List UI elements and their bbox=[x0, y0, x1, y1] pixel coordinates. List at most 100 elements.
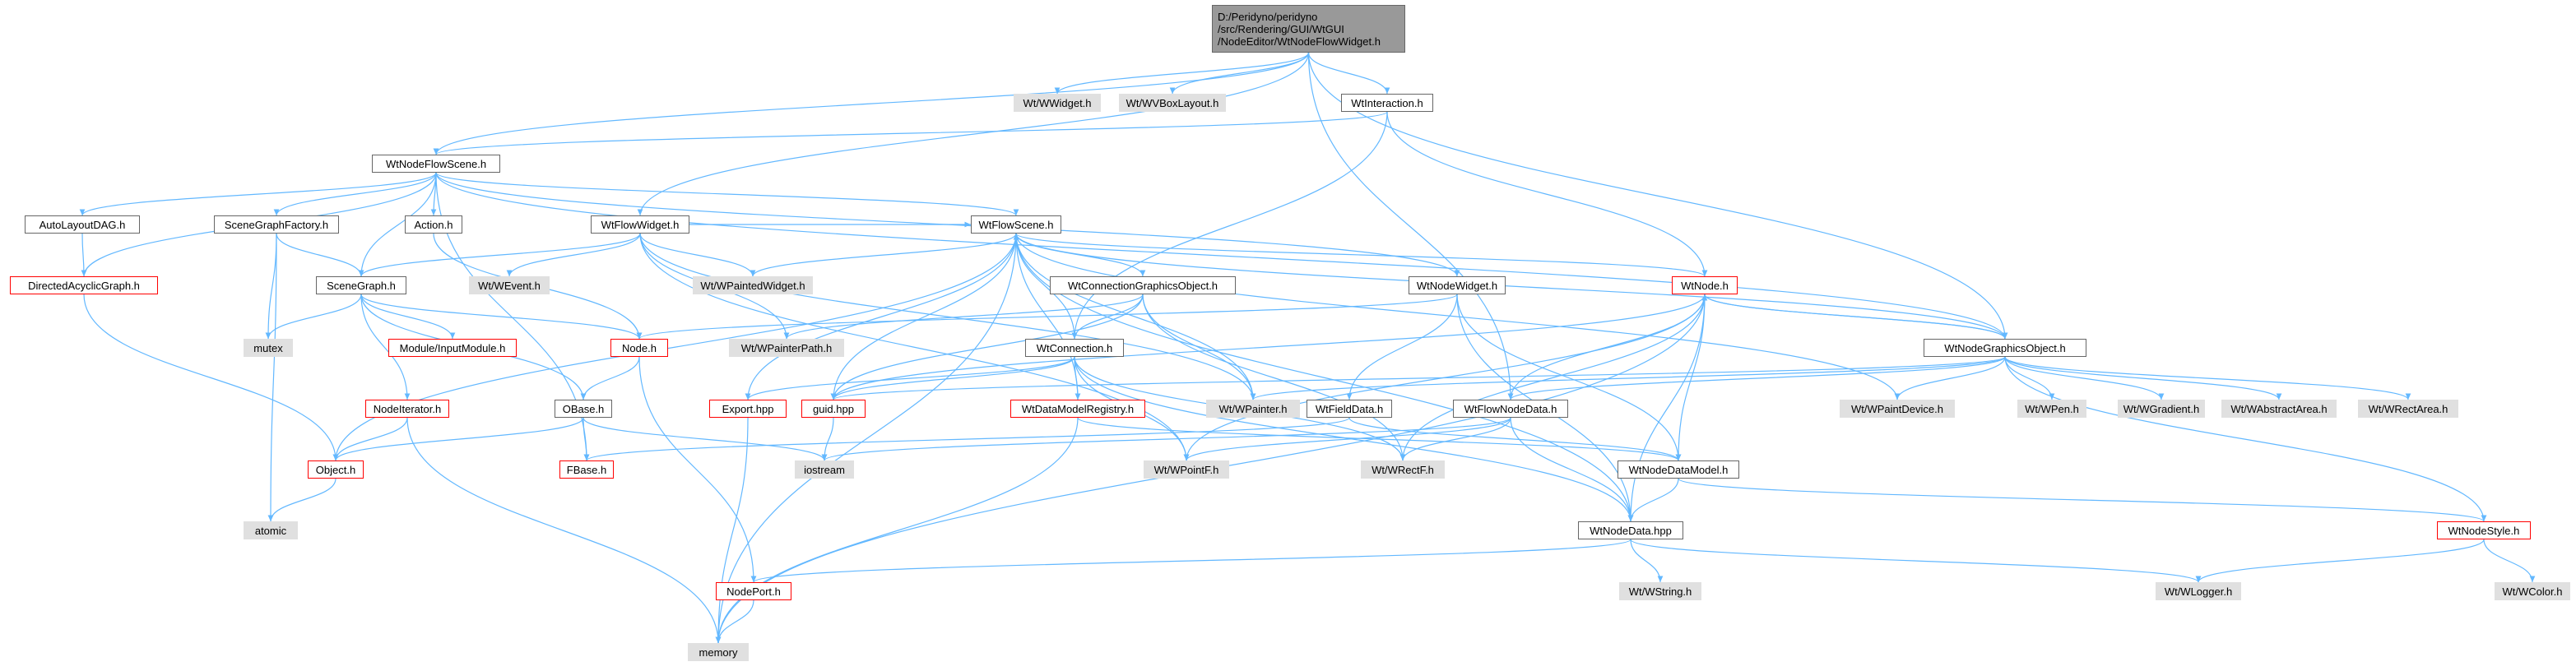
edge-root-wvboxlayout bbox=[1169, 52, 1310, 95]
node-wtnodegraphicsobject[interactable]: WtNodeGraphicsObject.h bbox=[1924, 339, 2086, 357]
node-wrectarea[interactable]: Wt/WRectArea.h bbox=[2358, 400, 2458, 418]
node-wtnodedata[interactable]: WtNodeData.hpp bbox=[1578, 521, 1683, 539]
edge-wtflowscene-wtconnection bbox=[1015, 233, 1078, 340]
node-memory[interactable]: memory bbox=[688, 643, 749, 661]
node-action[interactable]: Action.h bbox=[405, 215, 462, 234]
node-wcolor[interactable]: Wt/WColor.h bbox=[2495, 582, 2570, 600]
node-root[interactable]: D:/Peridyno/peridyno /src/Rendering/GUI/… bbox=[1212, 5, 1405, 53]
edge-wtnode-guidhpp bbox=[830, 294, 1706, 400]
edge-wtnodeflowscene-wtnodegraphicsobject bbox=[435, 172, 2008, 340]
edge-wtflowwidget-wwpainter bbox=[639, 233, 1256, 400]
edge-wtnode-wrectf bbox=[1399, 294, 1706, 461]
edge-wtnodegraphicsobject-wtnode bbox=[1701, 294, 2006, 340]
edge-root-wwidget bbox=[1054, 52, 1310, 95]
node-wpaintedwidget[interactable]: Wt/WPaintedWidget.h bbox=[693, 276, 813, 294]
node-wpaintdevice[interactable]: Wt/WPaintDevice.h bbox=[1840, 400, 1955, 418]
node-wtnodewidget[interactable]: WtNodeWidget.h bbox=[1409, 276, 1506, 294]
node-wtflowwidget[interactable]: WtFlowWidget.h bbox=[591, 215, 689, 234]
edge-autolayoutdag-directedacyclicgraph bbox=[81, 233, 87, 277]
node-guidhpp[interactable]: guid.hpp bbox=[801, 400, 866, 418]
edge-wtinteraction-wtnode bbox=[1386, 111, 1708, 277]
node-scenegraphfactory[interactable]: SceneGraphFactory.h bbox=[214, 215, 339, 234]
node-atomic[interactable]: atomic bbox=[244, 521, 298, 539]
node-fbase[interactable]: FBase.h bbox=[559, 460, 614, 479]
node-wtnodestyle[interactable]: WtNodeStyle.h bbox=[2437, 521, 2531, 539]
edge-wtinteraction-wtnodeflowscene bbox=[433, 111, 1388, 155]
node-moduleinputmodule[interactable]: Module/InputModule.h bbox=[388, 339, 517, 357]
node-wwevent[interactable]: Wt/WEvent.h bbox=[469, 276, 550, 294]
edge-wtnodegraphicsobject-guidhpp bbox=[831, 356, 2006, 400]
edge-scenegraph-mutex bbox=[265, 294, 362, 340]
node-wtflownodedata[interactable]: WtFlowNodeData.h bbox=[1453, 400, 1568, 418]
node-wtfielddata[interactable]: WtFieldData.h bbox=[1307, 400, 1392, 418]
node-wlogger[interactable]: Wt/WLogger.h bbox=[2156, 582, 2241, 600]
edge-wtflownodedata-wrectf bbox=[1399, 417, 1511, 461]
edge-wtnode-wtnodedatamodel bbox=[1675, 294, 1706, 461]
node-nodeport[interactable]: NodePort.h bbox=[716, 582, 791, 600]
edge-wtflowwidget-wpaintedwidget bbox=[639, 233, 756, 277]
node-nodeiterator[interactable]: NodeIterator.h bbox=[365, 400, 449, 418]
node-wtnode[interactable]: WtNode.h bbox=[1672, 276, 1738, 294]
edge-guidhpp-iostream bbox=[821, 417, 834, 461]
edges bbox=[79, 52, 2536, 644]
edge-wtnodeflowscene-autolayoutdag bbox=[79, 172, 437, 216]
node-wstring[interactable]: Wt/WString.h bbox=[1619, 582, 1701, 600]
node-wtinteraction[interactable]: WtInteraction.h bbox=[1341, 94, 1433, 112]
node-autolayoutdag[interactable]: AutoLayoutDAG.h bbox=[25, 215, 140, 234]
edge-wtnodeflowscene-wtflowscene bbox=[435, 172, 1019, 216]
edge-node-obase bbox=[580, 356, 640, 400]
edge-wtinteraction-wtconnection bbox=[1071, 111, 1388, 340]
edge-wtflowscene-wtnode bbox=[1015, 233, 1708, 277]
edge-wtnodegraphicsobject-wabstractarea bbox=[2004, 356, 2282, 400]
node-wrectf[interactable]: Wt/WRectF.h bbox=[1361, 460, 1445, 479]
edge-node-nodeport bbox=[638, 356, 757, 583]
edge-wtflowscene-wpaintedwidget bbox=[750, 233, 1017, 277]
edge-wtflowscene-wwpainter bbox=[1015, 233, 1256, 400]
edge-wtconnectiongraphicsobject-wrectf bbox=[1142, 294, 1406, 461]
node-wpointf[interactable]: Wt/WPointF.h bbox=[1144, 460, 1229, 479]
edge-wtnodewidget-wtfielddata bbox=[1346, 294, 1458, 400]
node-obase[interactable]: OBase.h bbox=[555, 400, 612, 418]
node-wtnodeflowscene[interactable]: WtNodeFlowScene.h bbox=[372, 155, 500, 173]
node-objecth[interactable]: Object.h bbox=[308, 460, 364, 479]
node-wtdatamodelregistry[interactable]: WtDataModelRegistry.h bbox=[1010, 400, 1145, 418]
node-wpen[interactable]: Wt/WPen.h bbox=[2017, 400, 2086, 418]
edge-wtdatamodelregistry-wtnodedatamodel bbox=[1077, 417, 1682, 461]
edge-wtnodegraphicsobject-wpen bbox=[2004, 356, 2055, 400]
edge-wtnodegraphicsobject-wgradient bbox=[2004, 356, 2165, 400]
node-wpainterpath[interactable]: Wt/WPainterPath.h bbox=[729, 339, 844, 357]
edge-wtconnection-exporthpp bbox=[745, 356, 1075, 400]
node-scenegraph[interactable]: SceneGraph.h bbox=[316, 276, 406, 294]
edge-wtnodestyle-wcolor bbox=[2483, 539, 2536, 583]
edge-scenegraphfactory-scenegraph bbox=[276, 233, 364, 277]
node-wtnodedatamodel[interactable]: WtNodeDataModel.h bbox=[1618, 460, 1739, 479]
node-wgradient[interactable]: Wt/WGradient.h bbox=[2118, 400, 2205, 418]
node-wtflowscene[interactable]: WtFlowScene.h bbox=[971, 215, 1061, 234]
node-directedacyclicgraph[interactable]: DirectedAcyclicGraph.h bbox=[10, 276, 158, 294]
edge-wtconnectiongraphicsobject-wtconnection bbox=[1071, 294, 1144, 340]
edge-wtconnection-guidhpp bbox=[830, 356, 1075, 400]
edge-wtnodegraphicsobject-wtflownodedata bbox=[1507, 356, 2006, 400]
node-wvboxlayout[interactable]: Wt/WVBoxLayout.h bbox=[1119, 94, 1226, 112]
edge-wtflowscene-exporthpp bbox=[745, 233, 1017, 400]
node-iostream[interactable]: iostream bbox=[795, 460, 854, 479]
node-wabstractarea[interactable]: Wt/WAbstractArea.h bbox=[2221, 400, 2337, 418]
node-wtconnectiongraphicsobject[interactable]: WtConnectionGraphicsObject.h bbox=[1050, 276, 1236, 294]
edge-wtnodedata-wlogger bbox=[1630, 539, 2202, 583]
edge-scenegraph-nodeiterator bbox=[360, 294, 411, 400]
node-wtconnection[interactable]: WtConnection.h bbox=[1025, 339, 1124, 357]
node-wwidget[interactable]: Wt/WWidget.h bbox=[1014, 94, 1101, 112]
edge-wtflowwidget-wwevent bbox=[506, 233, 641, 277]
edge-wtnodegraphicsobject-wwpainter bbox=[1250, 356, 2006, 400]
node-mutex[interactable]: mutex bbox=[244, 339, 293, 357]
edge-wtflowwidget-scenegraph bbox=[358, 233, 641, 277]
edge-nodeiterator-memory bbox=[406, 417, 722, 644]
node-exporthpp[interactable]: Export.hpp bbox=[709, 400, 787, 418]
edge-obase-iostream bbox=[583, 417, 828, 461]
node-wwpainter[interactable]: Wt/WPainter.h bbox=[1206, 400, 1300, 418]
node-node[interactable]: Node.h bbox=[610, 339, 668, 357]
edge-wtflowscene-memory bbox=[715, 233, 1017, 644]
edge-wtfielddata-fbase bbox=[583, 417, 1350, 461]
edge-wtflownodedata-wtnodedata bbox=[1510, 417, 1634, 522]
